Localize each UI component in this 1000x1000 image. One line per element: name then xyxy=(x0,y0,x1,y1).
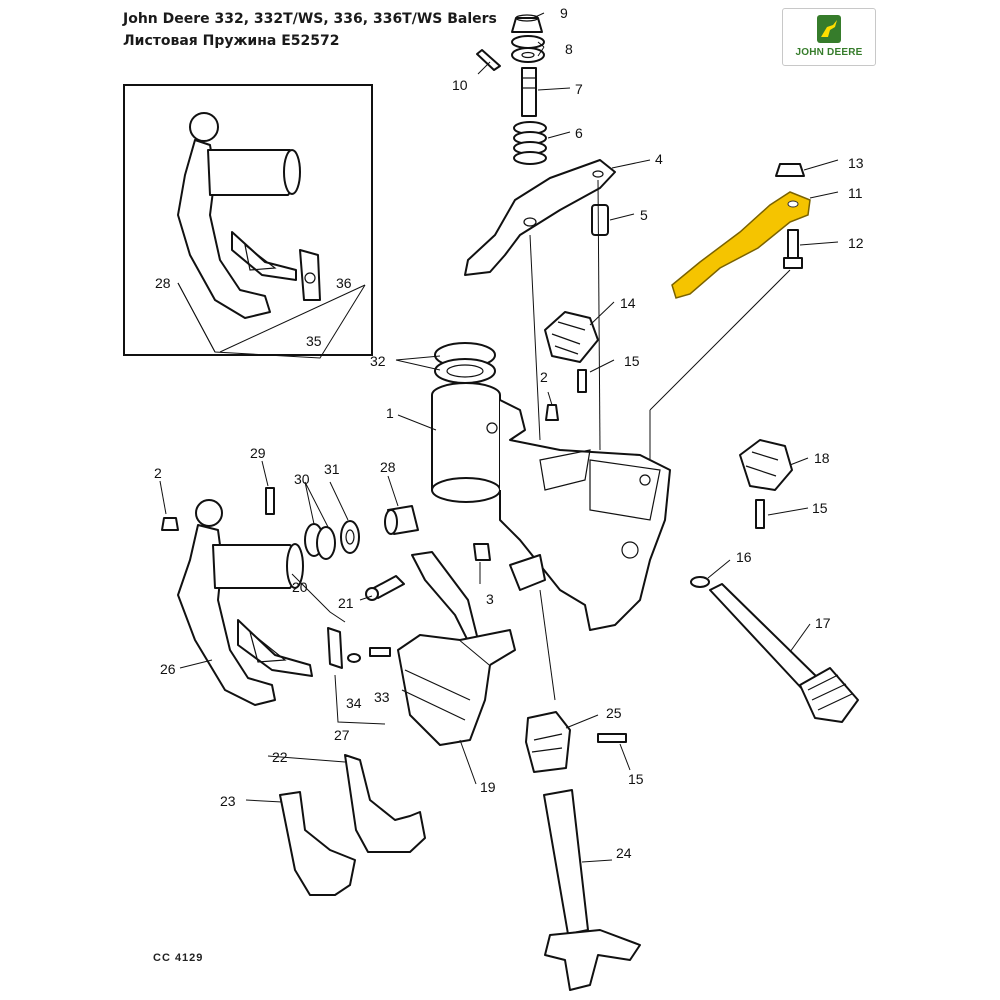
callout-25: 25 xyxy=(606,705,622,721)
main-housing-1 xyxy=(431,382,671,631)
inset-arm xyxy=(177,112,301,319)
pin-10 xyxy=(476,49,501,71)
callout-9: 9 xyxy=(560,5,568,21)
bolt-12 xyxy=(783,229,803,269)
page-title: John Deere 332, 332T/WS, 336, 336T/WS Ba… xyxy=(123,11,497,27)
washers-30 xyxy=(304,523,336,560)
callout-5: 5 xyxy=(640,207,648,223)
washer-16 xyxy=(690,576,710,588)
washers-8 xyxy=(511,35,545,63)
shaft-24 xyxy=(543,789,641,991)
callout-1: 1 xyxy=(386,405,394,421)
bolt-7 xyxy=(521,67,537,117)
callout-12: 12 xyxy=(848,235,864,251)
callout-36: 36 xyxy=(336,275,352,291)
gasket-27 xyxy=(327,627,343,669)
collar-3 xyxy=(509,554,546,591)
callout-2b: 2 xyxy=(154,465,162,481)
callout-15b: 15 xyxy=(812,500,828,516)
bushing-5 xyxy=(591,204,609,236)
gear-14 xyxy=(544,311,599,393)
bolt-33 xyxy=(369,647,391,657)
nut-13 xyxy=(775,163,805,177)
callout-22: 22 xyxy=(272,749,288,765)
washer-34 xyxy=(347,653,361,663)
callout-2a: 2 xyxy=(540,369,548,385)
nut-9 xyxy=(511,14,543,33)
part-subtitle: Листовая Пружина E52572 xyxy=(123,33,340,49)
callout-31: 31 xyxy=(324,461,340,477)
callout-29: 29 xyxy=(250,445,266,461)
callout-27: 27 xyxy=(334,727,350,743)
lever-4 xyxy=(464,159,616,276)
callout-11: 11 xyxy=(848,185,863,201)
callout-28-inset: 28 xyxy=(155,275,171,291)
gear-25 xyxy=(525,711,571,773)
bracket-20 xyxy=(411,551,479,646)
drawing-code: CC 4129 xyxy=(153,952,204,964)
cam-19 xyxy=(397,629,516,746)
callout-20: 20 xyxy=(292,579,308,595)
logo-wordmark: JOHN DEERE xyxy=(795,47,863,58)
callout-28: 28 xyxy=(380,459,396,475)
callout-33: 33 xyxy=(374,689,390,705)
callout-10: 10 xyxy=(452,77,468,93)
arm-26 xyxy=(177,499,313,706)
callout-26: 26 xyxy=(160,661,176,677)
pin-15c xyxy=(597,733,627,743)
callout-3: 3 xyxy=(486,591,494,607)
plate-23 xyxy=(279,791,356,896)
shaft-17 xyxy=(709,583,859,723)
callout-18: 18 xyxy=(814,450,830,466)
callout-35: 35 xyxy=(306,333,322,349)
callout-15a: 15 xyxy=(624,353,640,369)
callout-21: 21 xyxy=(338,595,354,611)
grease-fitting-2a xyxy=(545,404,559,421)
callout-34: 34 xyxy=(346,695,362,711)
callout-19: 19 xyxy=(480,779,496,795)
leaf-spring-11 xyxy=(671,191,811,299)
callout-23: 23 xyxy=(220,793,236,809)
inset-frame xyxy=(123,84,373,356)
washer-31 xyxy=(340,520,360,554)
bushing-28 xyxy=(384,505,419,535)
callout-16: 16 xyxy=(736,549,752,565)
john-deere-logo: JOHN DEERE xyxy=(782,8,876,66)
callout-4: 4 xyxy=(655,151,663,167)
callout-7: 7 xyxy=(575,81,583,97)
plate-22 xyxy=(344,754,426,853)
inset-plate xyxy=(299,249,321,301)
title-block: John Deere 332, 332T/WS, 336, 336T/WS Ba… xyxy=(123,8,497,52)
pin-29 xyxy=(265,487,275,515)
callout-15c: 15 xyxy=(628,771,644,787)
gear-18 xyxy=(739,439,793,529)
leaping-deer-icon xyxy=(817,15,841,43)
spring-6 xyxy=(513,121,547,165)
callout-30: 30 xyxy=(294,471,310,487)
callout-24: 24 xyxy=(616,845,632,861)
callout-32: 32 xyxy=(370,353,386,369)
grease-fitting-2b xyxy=(161,517,179,531)
callout-6: 6 xyxy=(575,125,583,141)
grease-fitting-3 xyxy=(473,543,491,561)
callout-8: 8 xyxy=(565,41,573,57)
rings-32 xyxy=(434,342,496,384)
callout-17: 17 xyxy=(815,615,831,631)
callout-13: 13 xyxy=(848,155,864,171)
callout-14: 14 xyxy=(620,295,636,311)
